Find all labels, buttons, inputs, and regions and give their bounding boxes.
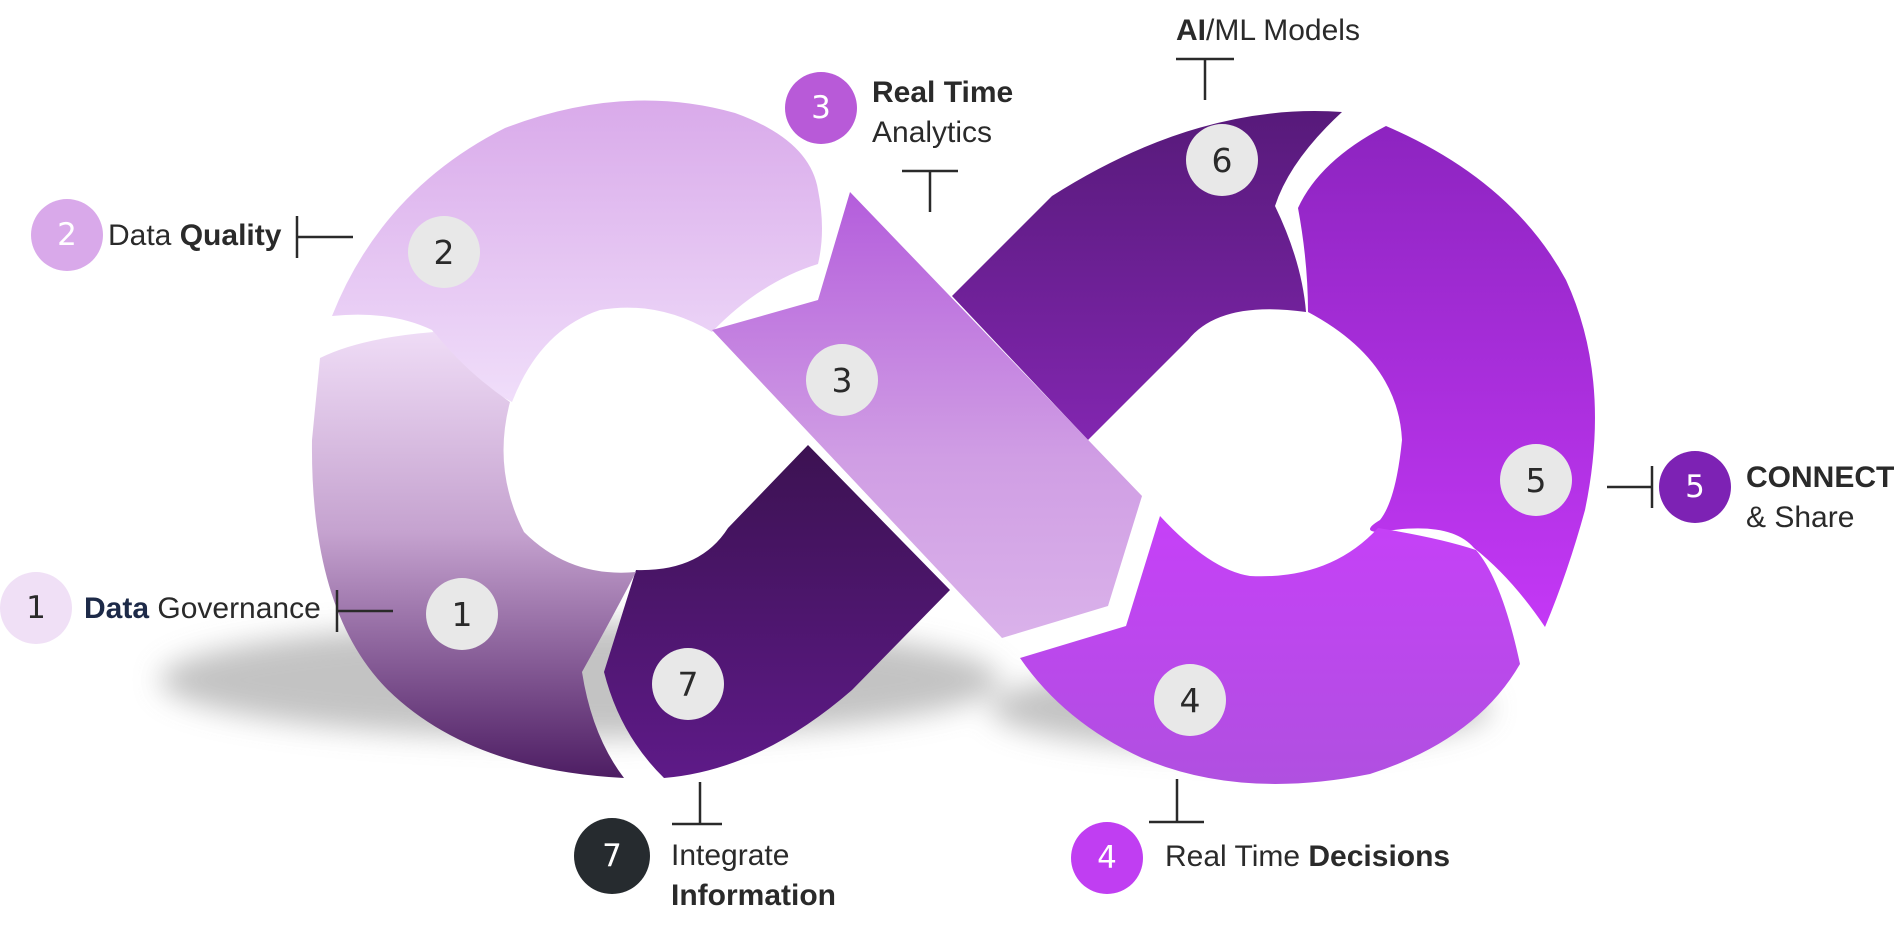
connector-step-3 [902, 169, 958, 212]
step-4-label-regular: Real Time [1165, 840, 1309, 873]
loop-node-2: 2 [408, 216, 480, 288]
loop-node-4-number: 4 [1180, 681, 1201, 720]
connector-step-6 [1176, 57, 1234, 100]
connector-step-5 [1607, 466, 1654, 508]
loop-node-5-number: 5 [1526, 461, 1547, 500]
loop-segment-decisions [1020, 516, 1520, 784]
step-1-badge: 1 [0, 572, 72, 644]
step-7-label: Integrate Information [671, 836, 836, 916]
loop-segment-governance [311, 332, 636, 778]
step-6-label-bold: AI [1176, 14, 1206, 47]
connector-step-2 [295, 216, 353, 258]
step-7-badge-number: 7 [602, 838, 622, 874]
connector-step-1 [335, 590, 393, 632]
connector-step-7 [672, 782, 722, 826]
step-6-label: AI/ML Models [1176, 11, 1360, 51]
step-2-badge: 2 [31, 199, 103, 271]
step-3-label-bold: Real Time [872, 76, 1014, 109]
step-4-badge-number: 4 [1097, 840, 1117, 876]
step-5-label: CONNECT & Share [1746, 458, 1894, 538]
loop-segment-models [952, 111, 1342, 441]
loop-node-1: 1 [426, 578, 498, 650]
step-2-label-regular: Data [108, 219, 180, 252]
loop-node-4: 4 [1154, 664, 1226, 736]
step-2-badge-number: 2 [57, 217, 77, 253]
step-4-label-bold: Decisions [1308, 840, 1451, 873]
step-3-badge-number: 3 [811, 90, 831, 126]
step-5-badge-number: 5 [1685, 469, 1705, 505]
loop-node-3-number: 3 [832, 361, 853, 400]
loop-node-3: 3 [806, 344, 878, 416]
loop-node-2-number: 2 [434, 233, 455, 272]
step-7-label-regular: Integrate [671, 839, 790, 872]
step-3-label-regular: Analytics [872, 116, 993, 149]
loop-segment-quality [332, 100, 822, 403]
step-1-label-bold: Data [84, 592, 150, 625]
step-3-label: Real Time Analytics [872, 73, 1013, 153]
step-1-label-regular: Governance [149, 592, 321, 625]
loop-node-7: 7 [652, 648, 724, 720]
step-7-badge: 7 [574, 818, 650, 894]
step-6-label-regular: /ML Models [1206, 14, 1360, 47]
step-5-label-regular: & Share [1746, 501, 1855, 534]
loop-segment-analytics [712, 192, 1142, 638]
step-3-badge: 3 [785, 72, 857, 144]
step-1-badge-number: 1 [26, 590, 46, 626]
loop-node-5: 5 [1500, 444, 1572, 516]
loop-node-1-number: 1 [452, 595, 473, 634]
step-4-label: Real Time Decisions [1165, 837, 1450, 877]
step-4-badge: 4 [1071, 822, 1143, 894]
step-5-badge: 5 [1659, 451, 1731, 523]
step-2-label-bold: Quality [179, 219, 282, 252]
step-5-label-bold: CONNECT [1746, 461, 1895, 494]
step-7-label-bold: Information [671, 879, 836, 912]
step-1-label: Data Governance [84, 589, 321, 629]
loop-node-7-number: 7 [678, 665, 699, 704]
step-2-label: Data Quality [108, 216, 281, 256]
loop-node-6: 6 [1186, 124, 1258, 196]
loop-node-6-number: 6 [1212, 141, 1233, 180]
connector-step-4 [1149, 779, 1204, 824]
